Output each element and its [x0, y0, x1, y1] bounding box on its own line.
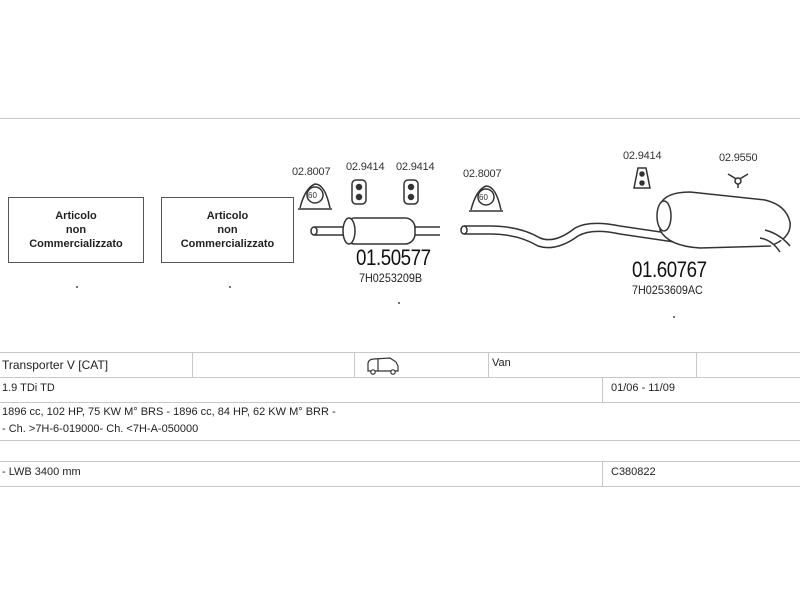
table-top-rule	[0, 352, 800, 353]
table-rule	[0, 461, 800, 462]
catalog-code: C380822	[611, 466, 656, 478]
marker-dot	[673, 316, 675, 318]
wheelbase: - LWB 3400 mm	[2, 466, 81, 478]
middle-pipe	[460, 222, 689, 249]
chassis-range: - Ch. >7H-6-019000- Ch. <7H-A-050000	[2, 423, 199, 435]
clamp-mid-number: 02.8007	[463, 168, 502, 180]
col-divider	[192, 352, 193, 377]
vehicle-model: Transporter V [CAT]	[2, 358, 109, 372]
col-divider	[602, 377, 603, 402]
front-silencer-icon	[310, 217, 440, 245]
col-divider	[354, 352, 355, 377]
col-divider	[488, 352, 489, 377]
col-divider	[696, 352, 697, 377]
y-mount-icon	[727, 173, 749, 188]
table-rule	[0, 402, 800, 403]
rubber-hanger-icon	[403, 179, 419, 205]
rubber-hanger-icon	[633, 167, 651, 189]
marker-dot	[229, 286, 231, 288]
box-line-1: Articolo	[206, 210, 249, 222]
engine-spec: 1896 cc, 102 HP, 75 KW M° BRS - 1896 cc,…	[2, 406, 336, 418]
rear-part-number: 01.60767	[632, 257, 707, 282]
col-divider	[602, 461, 603, 486]
clamp-left-number: 02.8007	[292, 166, 331, 178]
not-available-box-2: Articolo non Commercializzato	[161, 197, 294, 263]
table-rule	[0, 440, 800, 441]
table-rule	[0, 377, 800, 378]
box-line-1: Articolo	[55, 210, 97, 222]
top-divider	[0, 118, 800, 119]
production-period: 01/06 - 11/09	[611, 382, 676, 394]
hanger-a-number: 02.9414	[346, 161, 385, 173]
hanger-far-number: 02.9550	[719, 152, 758, 164]
box-line-3: Commercializzato	[29, 238, 123, 250]
box-line-2: non	[217, 224, 238, 236]
silencer-icon	[656, 191, 791, 253]
clamp-size-label: 60	[479, 193, 488, 202]
front-part-number: 01.50577	[356, 245, 431, 270]
marker-dot	[398, 302, 400, 304]
table-bottom-rule	[0, 486, 800, 487]
hanger-b-number: 02.9414	[396, 161, 435, 173]
rubber-hanger-icon	[351, 179, 367, 205]
marker-dot	[76, 286, 78, 288]
hanger-right-number: 02.9414	[623, 150, 662, 162]
exhaust-clamp-icon	[469, 185, 503, 212]
box-line-3: Commercializzato	[180, 238, 275, 250]
front-oem-number: 7H0253209B	[359, 271, 423, 285]
exhaust-clamp-icon	[298, 183, 332, 210]
rear-oem-number: 7H0253609AC	[632, 283, 703, 297]
body-type: Van	[492, 357, 511, 369]
engine-type: 1.9 TDi TD	[2, 382, 55, 394]
box-line-2: non	[65, 224, 87, 236]
clamp-size-label: 60	[308, 191, 317, 200]
not-available-box-1: Articolo non Commercializzato	[8, 197, 144, 263]
